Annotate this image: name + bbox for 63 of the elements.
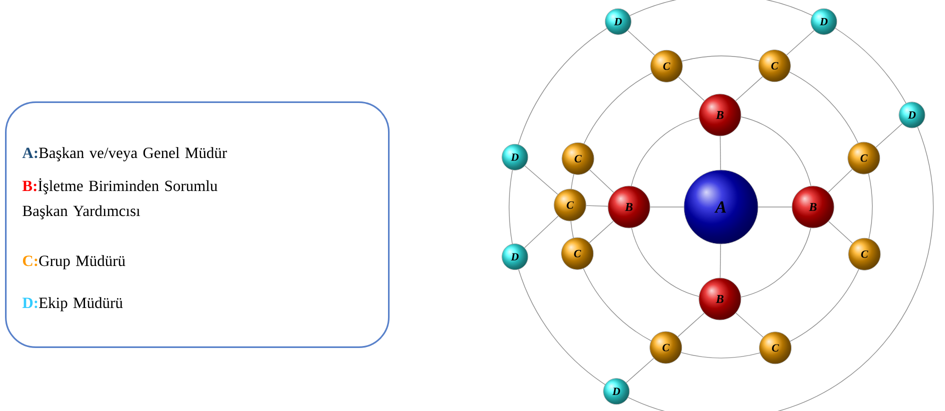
connector-line	[626, 358, 654, 383]
connector-line	[650, 206, 684, 208]
center-ball: A	[684, 170, 758, 244]
connector-line	[589, 220, 614, 244]
connector-line	[589, 169, 614, 193]
connector-line	[876, 123, 902, 148]
ring-arc	[631, 228, 700, 297]
connector-line	[828, 221, 853, 244]
legend-entry: B:İşletme Biriminden Sorumlu Başkan Yardımcısı	[22, 178, 218, 220]
ring-arc	[680, 352, 761, 358]
connector-line	[758, 206, 792, 208]
ball: B	[698, 94, 742, 136]
connector-line	[720, 136, 721, 170]
connector-line	[524, 166, 558, 195]
ball: C	[562, 142, 594, 175]
ball: D	[502, 244, 528, 270]
ring-arc	[570, 174, 574, 190]
connector-line	[678, 312, 704, 338]
ball: C	[848, 142, 880, 174]
legend-entry: C:Grup Müdürü	[22, 255, 126, 270]
connector-line	[720, 244, 721, 278]
connector-line	[524, 216, 559, 248]
ring-arc	[630, 118, 700, 187]
connector-line	[678, 76, 705, 102]
ball: C	[759, 332, 792, 364]
ring-arc	[790, 268, 860, 342]
connector-line	[736, 312, 764, 338]
ball: C	[554, 188, 586, 222]
connector-line	[786, 30, 814, 56]
ring-arc	[508, 170, 513, 245]
ball: C	[758, 50, 791, 82]
ball: B	[608, 186, 650, 228]
connector-line	[735, 76, 763, 102]
ring-arc	[682, 56, 760, 62]
ball: C	[650, 50, 683, 82]
ball: D	[810, 8, 838, 35]
ring-arc	[740, 116, 812, 186]
ball: C	[848, 238, 881, 270]
connector-line	[586, 205, 608, 207]
legend-entry: A:Başkan ve/veya Genel Müdür	[22, 147, 227, 162]
ring-arc	[630, 0, 813, 16]
ball: C	[561, 237, 594, 270]
ball: D	[898, 102, 926, 128]
ball: D	[603, 378, 630, 405]
ring-arc	[583, 268, 652, 342]
ring-arc	[518, 28, 608, 146]
ring-arc	[740, 228, 812, 298]
ball: D	[604, 8, 632, 35]
ball: D	[502, 144, 528, 170]
connector-line	[628, 30, 655, 56]
ring-arc	[868, 172, 873, 239]
ball: B	[792, 186, 834, 228]
ring-arc	[570, 220, 574, 239]
ring-arc	[628, 126, 934, 411]
legend-box	[5, 101, 390, 348]
ring-arc	[834, 28, 906, 104]
ball: B	[698, 278, 742, 320]
ring-arc	[518, 269, 606, 386]
ring-arc	[583, 72, 652, 144]
connector-line	[828, 168, 852, 193]
ball: C	[650, 331, 682, 364]
ring-arc	[789, 72, 858, 144]
legend-entry: D:Ekip Müdürü	[22, 297, 123, 312]
